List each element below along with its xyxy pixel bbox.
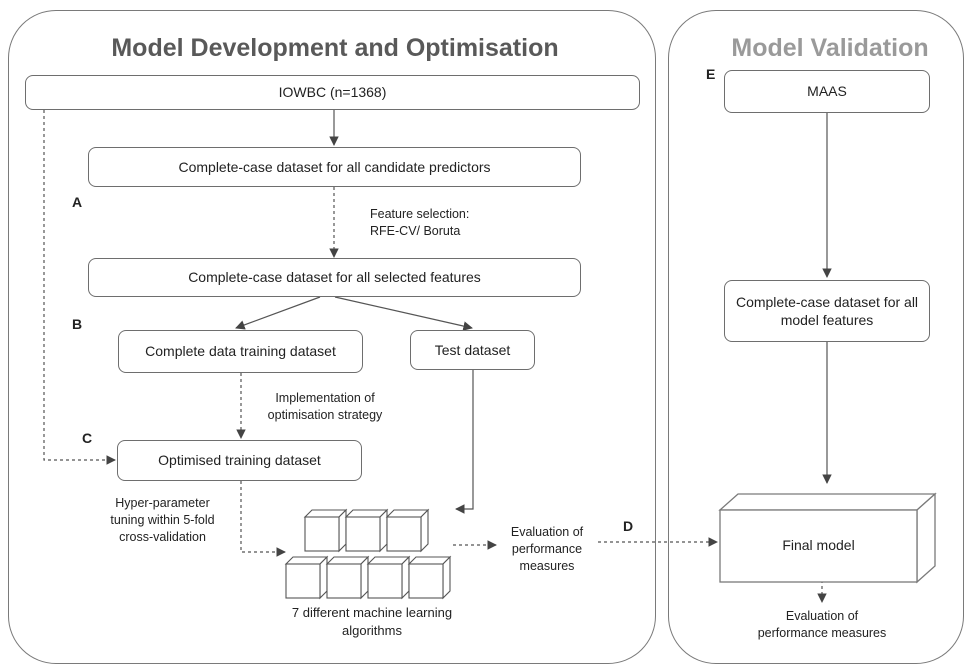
- step-d-label: D: [623, 518, 634, 534]
- selected-features-box: Complete-case dataset for all selected f…: [88, 258, 581, 297]
- algorithm-cube: [303, 508, 348, 553]
- hyper-parameter-label: Hyper-parameter tuning within 5-fold cro…: [110, 496, 215, 544]
- final-model-cube: [718, 492, 937, 584]
- development-panel-title: Model Development and Optimisation: [111, 34, 559, 62]
- feature-selection-label: Feature selection: RFE-CV/ Boruta: [370, 207, 470, 238]
- validation-panel-title: Model Validation: [731, 34, 929, 62]
- evaluation-dev-label: Evaluation of performance measures: [510, 525, 584, 573]
- arrow-iowbc-to-optimised: [43, 110, 116, 465]
- algorithm-cube: [344, 508, 389, 553]
- algorithm-cube: [407, 555, 452, 600]
- arrow-selected-to-test: [334, 296, 473, 331]
- algorithm-cube: [385, 508, 430, 553]
- test-dataset-box: Test dataset: [410, 330, 535, 370]
- algorithms-label: 7 different machine learning algorithms: [291, 605, 453, 638]
- maas-box: MAAS: [724, 70, 930, 113]
- model-features-box: Complete-case dataset for all model feat…: [724, 280, 930, 342]
- evaluation-val-label: Evaluation of performance measures: [757, 609, 887, 640]
- iowbc-box: IOWBC (n=1368): [25, 75, 640, 110]
- arrow-selected-to-training: [235, 296, 321, 330]
- optimised-training-box: Optimised training dataset: [117, 440, 362, 481]
- final-model-label: Final model: [782, 537, 855, 553]
- step-a-label: A: [72, 194, 83, 210]
- algorithm-cube: [284, 555, 329, 600]
- step-b-label: B: [72, 316, 83, 332]
- algorithm-cube: [325, 555, 370, 600]
- candidate-predictors-box: Complete-case dataset for all candidate …: [88, 147, 581, 187]
- algorithm-cube: [366, 555, 411, 600]
- arrow-optimised-to-algorithms: [240, 481, 286, 557]
- training-dataset-box: Complete data training dataset: [118, 330, 363, 373]
- step-c-label: C: [82, 430, 93, 446]
- arrow-test-to-algorithms: [455, 370, 474, 514]
- algorithm-cubes: [284, 508, 452, 600]
- implementation-label: Implementation of optimisation strategy: [267, 391, 383, 422]
- step-e-label: E: [706, 66, 716, 82]
